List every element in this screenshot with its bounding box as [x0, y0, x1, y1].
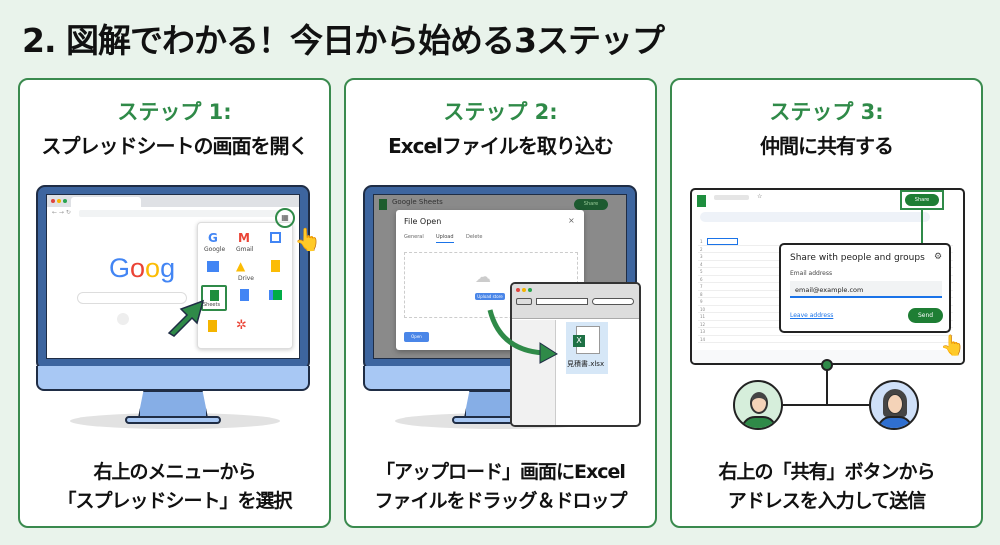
sheets-icon	[379, 199, 387, 210]
caption-line: 「スプレッドシート」を選択	[57, 490, 292, 512]
google-logo: Goog	[109, 253, 176, 283]
step-label: ステップ 2:	[443, 100, 558, 124]
user-avatar-woman	[869, 380, 919, 430]
sheet-row[interactable]: 14	[698, 336, 953, 343]
sheets-app-tile[interactable]: Sheets	[201, 285, 227, 311]
drag-arrow-icon	[487, 309, 558, 364]
step-subtitle: スプレッドシートの画面を開く	[41, 134, 309, 158]
green-arrow-icon	[167, 299, 205, 337]
open-button[interactable]: Open	[404, 332, 429, 342]
file-explorer-window: X 見積書.xlsx	[510, 282, 641, 427]
docs-app-icon[interactable]	[240, 289, 249, 301]
search-input[interactable]	[77, 292, 187, 304]
sheet-tabs-bar	[692, 350, 963, 363]
share-button[interactable]: Share	[905, 194, 939, 206]
google-app-icon[interactable]: G	[208, 231, 218, 245]
send-button[interactable]: Send	[908, 308, 943, 323]
step-caption: 「アップロード」画面にExcel ファイルをドラッグ＆ドロップ	[346, 458, 655, 516]
keep-app-icon[interactable]	[271, 260, 280, 272]
dialog-title: File Open	[404, 217, 442, 226]
step-subtitle: 仲間に共有する	[760, 134, 894, 158]
step-subtitle: Excelファイルを取り込む	[388, 134, 614, 158]
email-input[interactable]: email@example.com	[790, 281, 942, 298]
drive-app-icon[interactable]: ▲	[236, 259, 246, 273]
share-highlight: Share	[900, 190, 944, 210]
settings-gear-icon[interactable]: ⚙	[934, 252, 943, 262]
leave-address-link[interactable]: Leave address	[790, 312, 834, 319]
tree-line-horizontal	[780, 404, 875, 406]
browser-tabbar	[47, 195, 299, 207]
path-dropdown[interactable]	[536, 298, 588, 305]
apps-menu: G Google M Gmail ▲ Drive Sheets ✲	[197, 222, 293, 349]
dialog-title: Share with people and groups	[790, 253, 925, 263]
address-bar[interactable]	[79, 210, 279, 217]
meet-app-icon[interactable]	[269, 290, 282, 300]
star-icon[interactable]: ☆	[757, 193, 763, 200]
caption-line: 右上のメニューから	[93, 461, 256, 483]
toolbar	[700, 212, 930, 222]
app-name: Google Sheets	[392, 198, 443, 206]
excel-file-icon: X	[573, 326, 600, 354]
connector-dot	[821, 359, 833, 371]
slides-app-icon[interactable]	[208, 320, 217, 332]
app-label: Drive	[238, 275, 254, 282]
file-item[interactable]: X 見積書.xlsx	[566, 322, 608, 374]
share-dialog: Share with people and groups ⚙ Email add…	[779, 243, 951, 333]
tab-general[interactable]: General	[404, 234, 424, 240]
app-label: Gmail	[236, 246, 254, 253]
upload-button[interactable]: Upload store	[475, 293, 505, 300]
caption-line: アドレスを入力して送信	[727, 490, 926, 512]
pointer-hand-icon: 👆	[294, 228, 322, 253]
sheets-icon	[210, 290, 219, 301]
caption-line: ファイルをドラッグ＆ドロップ	[374, 490, 627, 512]
page-title: 2. 図解でわかる！今日から始める3ステップ	[22, 21, 665, 60]
tab-delete[interactable]: Delete	[466, 234, 483, 240]
shortcut[interactable]	[117, 313, 129, 325]
cloud-upload-icon: ☁	[475, 267, 491, 286]
search-field[interactable]	[592, 298, 634, 305]
selected-cell[interactable]	[707, 238, 738, 245]
nav-icons[interactable]: ← → ↻	[52, 209, 71, 216]
excel-badge: X	[573, 335, 585, 347]
back-forward-buttons[interactable]	[516, 298, 532, 305]
gmail-app-icon[interactable]: M	[238, 231, 250, 245]
monitor-stand	[138, 390, 208, 418]
email-label: Email address	[790, 270, 833, 277]
connector-line	[921, 210, 923, 244]
share-button[interactable]: Share	[574, 199, 608, 210]
browser-tab[interactable]	[71, 197, 141, 207]
calendar-app-icon[interactable]	[270, 232, 281, 243]
explorer-toolbar	[512, 284, 639, 319]
step-label: ステップ 1:	[117, 100, 232, 124]
monitor-chin	[36, 366, 310, 391]
step-caption: 右上の「共有」ボタンからアドレスを入力して送信	[672, 458, 981, 516]
caption-line: 「アップロード」画面にExcel	[376, 461, 626, 483]
calendar-app-icon[interactable]	[207, 261, 219, 272]
doc-title[interactable]	[714, 195, 749, 200]
app-label: Google	[204, 246, 226, 253]
file-name: 見積書.xlsx	[567, 360, 605, 368]
step-label: ステップ 3:	[769, 100, 884, 124]
user-avatar-man	[733, 380, 783, 430]
explorer-sidebar	[512, 320, 556, 425]
app-label: Sheets	[203, 302, 221, 308]
sheet-row[interactable]: 13	[698, 328, 953, 336]
tab-upload[interactable]: Upload	[436, 234, 454, 243]
caption-line: 右上の「共有」ボタンから	[718, 461, 935, 483]
sheets-icon	[697, 195, 706, 207]
monitor-base	[125, 416, 221, 424]
apps-grid-icon[interactable]: ▦	[275, 208, 295, 228]
photos-app-icon[interactable]: ✲	[236, 318, 247, 333]
tree-line-vertical	[826, 365, 828, 405]
close-button[interactable]: ×	[568, 216, 575, 225]
step-caption: 右上のメニューから「スプレッドシート」を選択	[20, 458, 329, 516]
pointer-hand-icon: 👆	[940, 333, 965, 357]
